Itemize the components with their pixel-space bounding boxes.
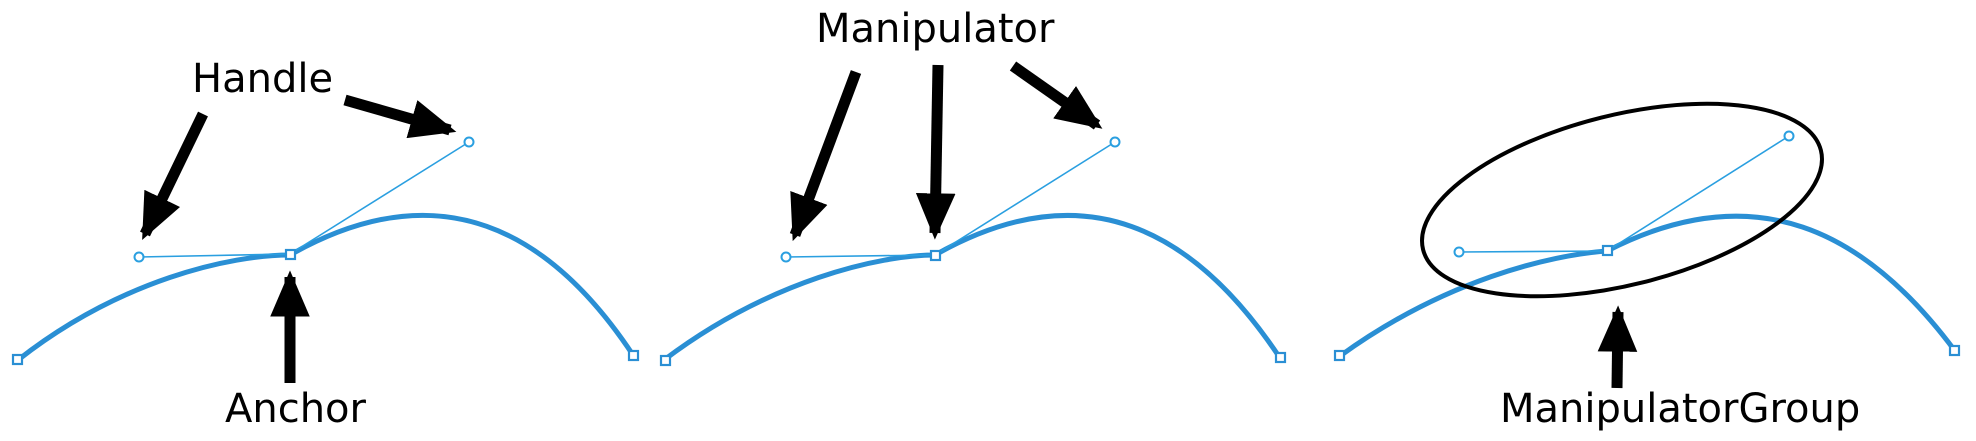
bezier-curve [662, 212, 1283, 362]
anchor-point[interactable] [929, 249, 942, 262]
manipulator-arrow-left [789, 70, 862, 242]
handle-point-right[interactable] [1783, 130, 1795, 142]
bezier-curve [16, 212, 636, 362]
handle-arrow-left [140, 111, 208, 240]
anchor-label: Anchor [225, 386, 367, 432]
handle-line-left [138, 253, 291, 258]
manipulator-group-arrow [1597, 305, 1638, 389]
manipulator-group-ellipse [1420, 101, 1824, 299]
handle-point-left[interactable] [1453, 246, 1465, 258]
panel-1: Handle Anchor [11, 56, 640, 432]
handle-point-right[interactable] [1109, 136, 1121, 148]
handle-point-right[interactable] [463, 136, 475, 148]
handle-line-left [1458, 250, 1608, 253]
handle-line-right [1606, 135, 1790, 252]
handle-line-right [289, 141, 470, 255]
manipulator-group-label: ManipulatorGroup [1500, 386, 1860, 432]
manipulator-label: Manipulator [816, 6, 1055, 52]
endpoint-anchor-left[interactable] [1333, 349, 1346, 362]
endpoint-anchor-right[interactable] [627, 349, 640, 362]
manipulator-arrow-center [915, 64, 956, 240]
endpoint-anchor-right[interactable] [1274, 351, 1287, 364]
handle-point-left[interactable] [780, 251, 792, 263]
endpoint-anchor-left[interactable] [659, 354, 672, 367]
manipulator-arrow-right [1009, 61, 1103, 130]
panel-2: Manipulator [659, 6, 1287, 367]
handle-point-left[interactable] [133, 251, 145, 263]
handle-line-right [934, 141, 1116, 256]
handle-arrow-right [343, 94, 457, 139]
handle-label: Handle [192, 56, 333, 102]
anchor-point[interactable] [284, 248, 297, 261]
handle-line-left [785, 254, 936, 258]
bezier-curve [1338, 213, 1958, 359]
endpoint-anchor-left[interactable] [11, 353, 24, 366]
endpoint-anchor-right[interactable] [1948, 344, 1961, 357]
panel-3: ManipulatorGroup [1333, 101, 1961, 432]
anchor-point[interactable] [1601, 244, 1614, 257]
